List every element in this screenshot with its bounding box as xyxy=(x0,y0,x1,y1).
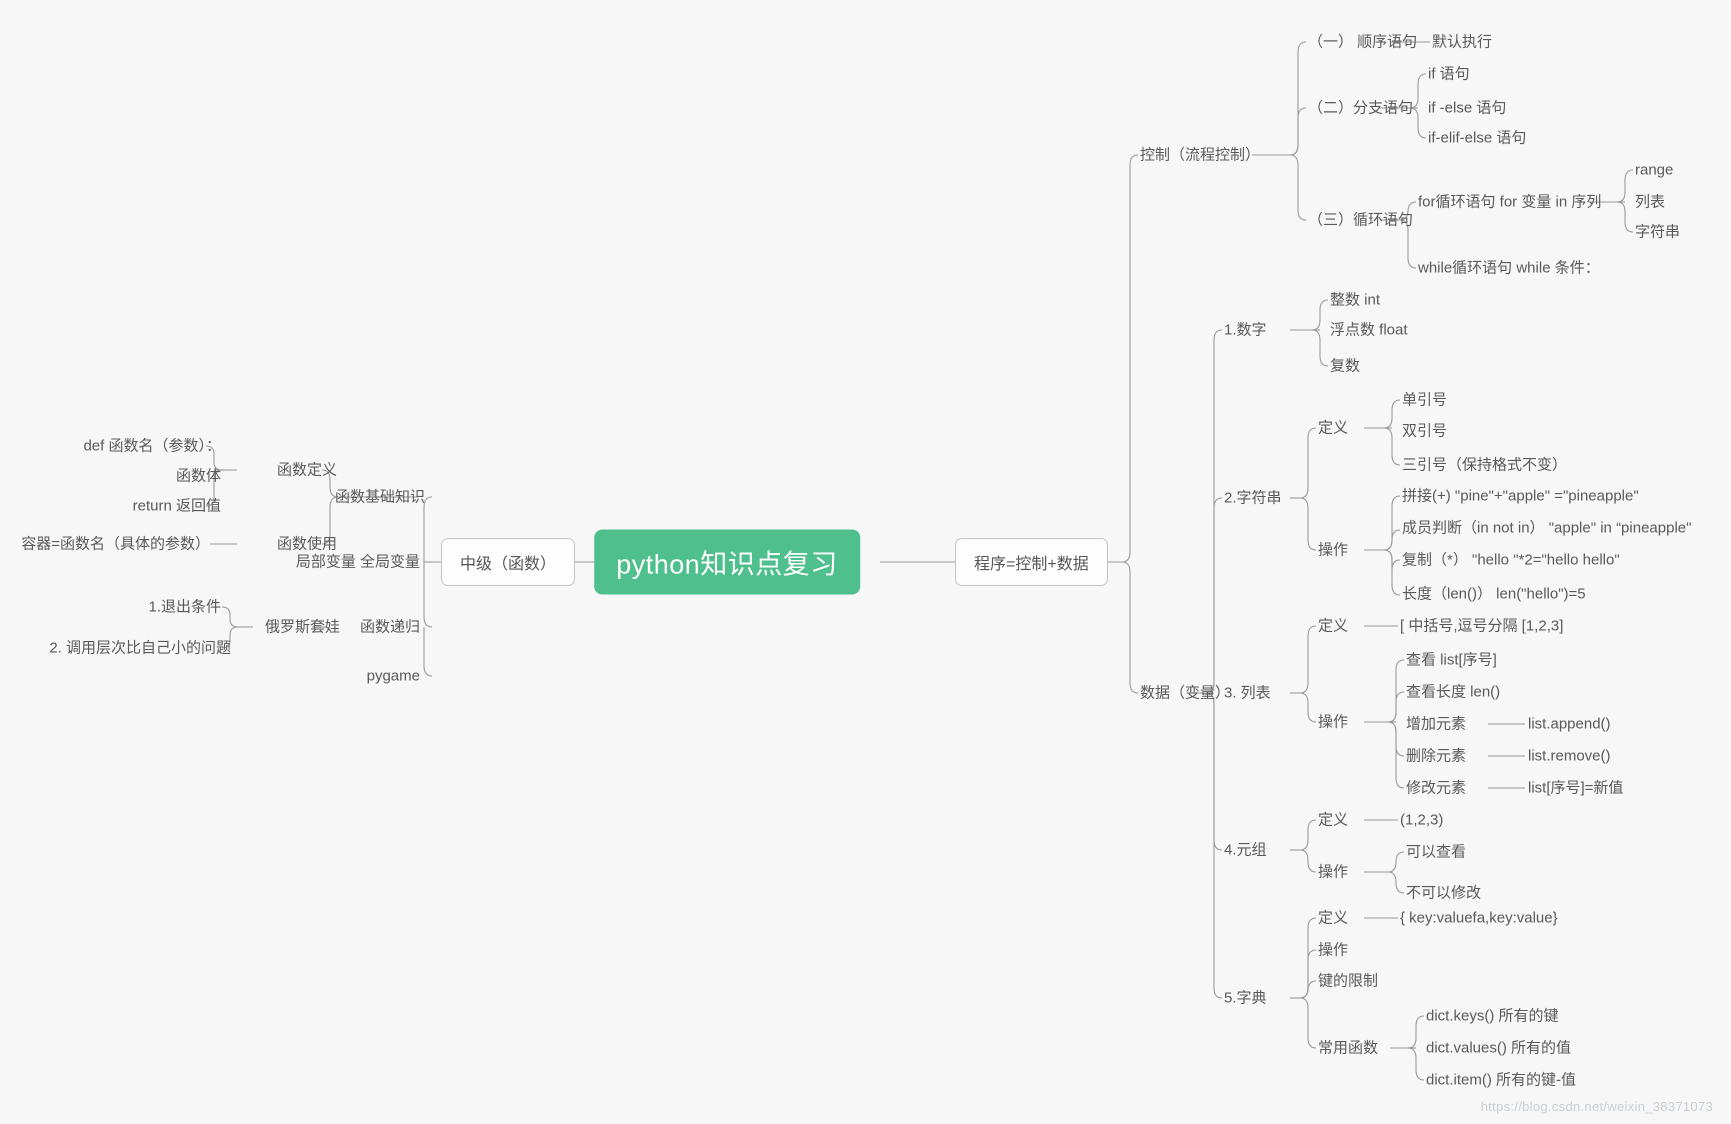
node-function-body[interactable]: 函数体 xyxy=(175,467,221,485)
node-program-equals[interactable]: 程序=控制+数据 xyxy=(955,538,1108,586)
node-complex-number[interactable]: 复数 xyxy=(1330,357,1361,375)
node-dict-values[interactable]: dict.values() 所有的值 xyxy=(1426,1039,1572,1057)
node-list-remove-element[interactable]: 删除元素 xyxy=(1406,747,1467,765)
node-dict-common-functions[interactable]: 常用函数 xyxy=(1318,1039,1379,1057)
node-branch-statement[interactable]: （二）分支语句 xyxy=(1308,99,1414,117)
node-matryoshka[interactable]: 俄罗斯套娃 xyxy=(264,618,340,636)
node-tuple-definition[interactable]: 定义 xyxy=(1318,811,1349,829)
root-node[interactable]: python知识点复习 xyxy=(594,529,860,595)
node-dict-key-constraints[interactable]: 键的限制 xyxy=(1318,972,1379,990)
node-list-append-fn[interactable]: list.append() xyxy=(1528,715,1611,733)
node-tuple-operations[interactable]: 操作 xyxy=(1318,863,1349,881)
node-dict-keys[interactable]: dict.keys() 所有的键 xyxy=(1426,1007,1559,1025)
node-lists[interactable]: 3. 列表 xyxy=(1224,684,1271,702)
node-return-value[interactable]: return 返回值 xyxy=(132,497,221,515)
node-function-basics[interactable]: 函数基础知识 xyxy=(334,488,425,506)
node-list-length[interactable]: 查看长度 len() xyxy=(1406,683,1501,701)
node-single-quote[interactable]: 单引号 xyxy=(1402,391,1448,409)
node-if-elif-else-statement[interactable]: if-elif-else 语句 xyxy=(1428,129,1527,147)
node-list-index-access[interactable]: 查看 list[序号] xyxy=(1406,651,1497,669)
node-tuple-readable[interactable]: 可以查看 xyxy=(1406,843,1467,861)
watermark: https://blog.csdn.net/weixin_38371073 xyxy=(1480,1099,1713,1114)
node-tuple-immutable[interactable]: 不可以修改 xyxy=(1406,884,1482,902)
node-float[interactable]: 浮点数 float xyxy=(1330,321,1408,339)
node-list-modify-element[interactable]: 修改元素 xyxy=(1406,779,1467,797)
node-string-concat[interactable]: 拼接(+) "pine"+"apple" ="pineapple" xyxy=(1402,487,1639,505)
node-dict-definition[interactable]: 定义 xyxy=(1318,909,1349,927)
node-pygame[interactable]: pygame xyxy=(366,667,420,685)
node-loop-statement[interactable]: （三）循环语句 xyxy=(1308,211,1414,229)
node-string-seq[interactable]: 字符串 xyxy=(1635,223,1681,241)
node-list-assign-fn[interactable]: list[序号]=新值 xyxy=(1528,779,1624,797)
node-list-seq[interactable]: 列表 xyxy=(1635,193,1666,211)
node-string-membership[interactable]: 成员判断（in not in） "apple" in “pineapple" xyxy=(1402,519,1692,537)
node-function-usage[interactable]: 函数使用 xyxy=(276,535,337,553)
node-list-bracket-syntax[interactable]: [ 中括号,逗号分隔 [1,2,3] xyxy=(1400,617,1564,635)
node-triple-quote[interactable]: 三引号（保持格式不变） xyxy=(1402,456,1568,474)
node-list-add-element[interactable]: 增加元素 xyxy=(1406,715,1467,733)
node-string-definition[interactable]: 定义 xyxy=(1318,419,1349,437)
node-sequential-statement[interactable]: （一） 顺序语句 xyxy=(1308,33,1418,51)
node-list-definition[interactable]: 定义 xyxy=(1318,617,1349,635)
node-def-signature[interactable]: def 函数名（参数）： xyxy=(83,437,221,455)
node-dictionaries[interactable]: 5.字典 xyxy=(1224,989,1267,1007)
node-function-recursion[interactable]: 函数递归 xyxy=(359,618,420,636)
node-tuples[interactable]: 4.元组 xyxy=(1224,841,1267,859)
node-string-operations[interactable]: 操作 xyxy=(1318,541,1349,559)
node-for-loop[interactable]: for循环语句 for 变量 in 序列 xyxy=(1418,193,1602,211)
node-local-global-variables[interactable]: 局部变量 全局变量 xyxy=(295,553,420,571)
node-string-length[interactable]: 长度（len()） len("hello")=5 xyxy=(1402,585,1586,603)
node-dict-operations[interactable]: 操作 xyxy=(1318,941,1349,959)
node-strings[interactable]: 2.字符串 xyxy=(1224,489,1282,507)
node-list-operations[interactable]: 操作 xyxy=(1318,713,1349,731)
node-numbers[interactable]: 1.数字 xyxy=(1224,321,1267,339)
node-if-statement[interactable]: if 语句 xyxy=(1428,65,1470,83)
node-integer-int[interactable]: 整数 int xyxy=(1330,291,1381,309)
node-control-flow[interactable]: 控制（流程控制） xyxy=(1140,146,1261,164)
node-double-quote[interactable]: 双引号 xyxy=(1402,422,1448,440)
node-intermediate-functions[interactable]: 中级（函数） xyxy=(440,538,575,586)
node-list-remove-fn[interactable]: list.remove() xyxy=(1528,747,1611,765)
node-call-container[interactable]: 容器=函数名（具体的参数） xyxy=(21,535,210,553)
node-dict-items[interactable]: dict.item() 所有的键-值 xyxy=(1426,1071,1577,1089)
node-default-execution[interactable]: 默认执行 xyxy=(1432,33,1493,51)
node-dict-literal[interactable]: { key:valuefa,key:value} xyxy=(1400,909,1558,927)
node-exit-condition[interactable]: 1.退出条件 xyxy=(148,598,221,616)
node-tuple-literal[interactable]: (1,2,3) xyxy=(1400,811,1444,829)
node-function-definition[interactable]: 函数定义 xyxy=(276,461,337,479)
node-range[interactable]: range xyxy=(1635,161,1674,179)
node-while-loop[interactable]: while循环语句 while 条件： xyxy=(1418,259,1600,277)
node-string-repeat[interactable]: 复制（*） "hello "*2="hello hello" xyxy=(1402,551,1620,569)
node-smaller-subproblem[interactable]: 2. 调用层次比自己小的问题 xyxy=(49,639,231,657)
node-data-variables[interactable]: 数据（变量） xyxy=(1140,684,1231,702)
node-if-else-statement[interactable]: if -else 语句 xyxy=(1428,99,1507,117)
